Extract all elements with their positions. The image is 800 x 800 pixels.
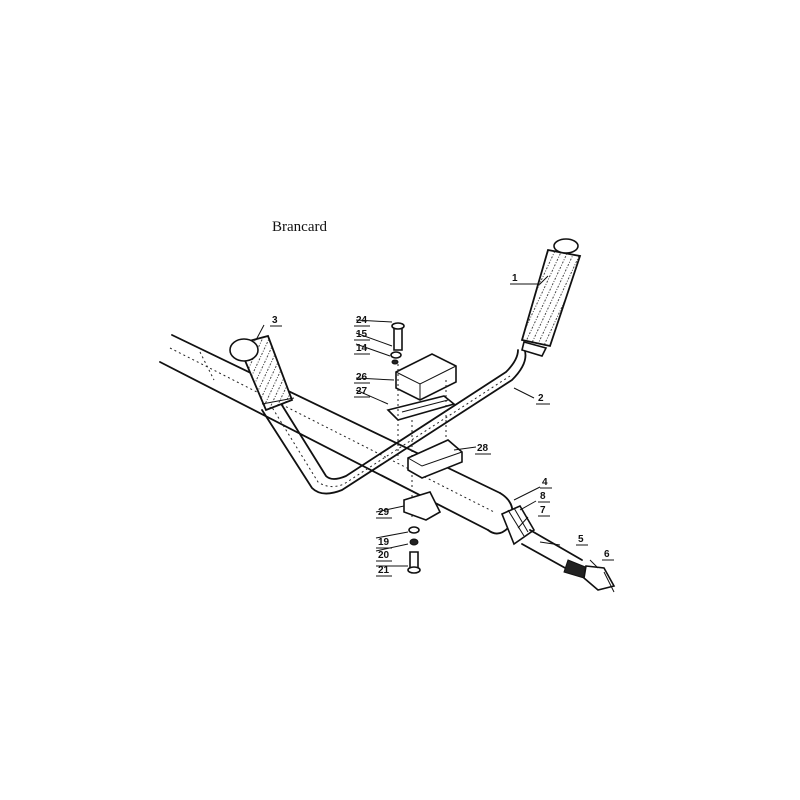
callout-8: 8: [540, 491, 546, 502]
callout-5: 5: [578, 534, 584, 545]
callout-labels: 1 2 3 4 5 6 7 8 14 15 19 20 21 24 26 27 …: [272, 273, 610, 576]
callout-4: 4: [542, 477, 548, 488]
callout-27: 27: [356, 386, 368, 397]
callout-20: 20: [378, 550, 390, 561]
diagram-title: Brancard: [272, 219, 327, 235]
left-grip: [229, 334, 295, 412]
callout-24: 24: [356, 315, 368, 326]
lower-clamp-assembly: [403, 439, 463, 574]
callout-19: 19: [378, 537, 390, 548]
callout-6: 6: [604, 549, 610, 560]
upper-clamp-assembly: [386, 322, 457, 520]
callout-29: 29: [378, 507, 390, 518]
callout-14: 14: [356, 343, 368, 354]
main-shaft-tube: [159, 334, 616, 593]
callout-1: 1: [512, 273, 518, 284]
callout-7: 7: [540, 505, 546, 516]
callout-3: 3: [272, 315, 278, 326]
callout-21: 21: [378, 565, 390, 576]
callout-26: 26: [356, 372, 368, 383]
callout-28: 28: [477, 443, 489, 454]
callout-2: 2: [538, 393, 544, 404]
right-grip: [520, 238, 582, 357]
callout-underlines: [270, 283, 614, 577]
handlebar-tube: [261, 347, 527, 495]
callout-15: 15: [356, 329, 368, 340]
